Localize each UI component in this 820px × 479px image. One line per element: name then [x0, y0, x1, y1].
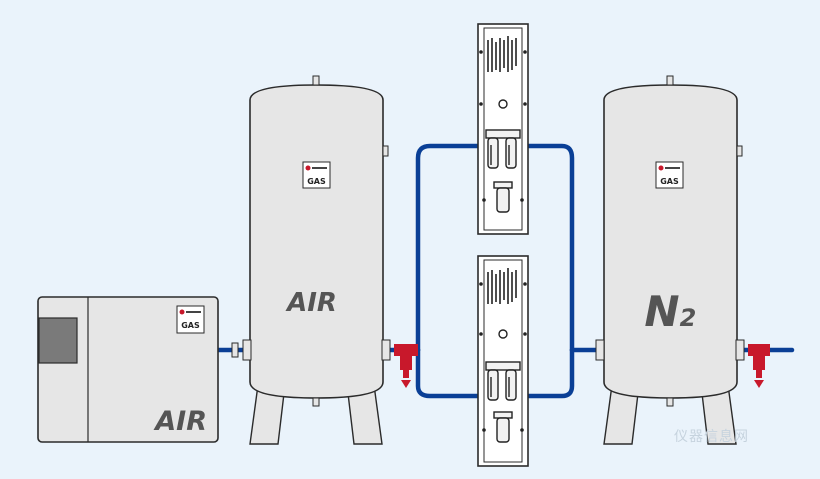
- air-tank-brand-plate: GAS: [302, 161, 331, 189]
- pipes: [215, 143, 795, 399]
- compressor-screen: [38, 317, 78, 364]
- flange-icon: [595, 339, 605, 361]
- air-tank-label: AIR: [285, 288, 337, 318]
- nitrogen-tank: GAS N 2: [595, 75, 745, 445]
- n2-tank-drain: [666, 397, 674, 407]
- nitrogen-generator-upper: [477, 23, 529, 235]
- generator-filter-single: [493, 411, 513, 443]
- brand-logo-icon: [179, 309, 185, 315]
- compressor-body: [37, 296, 219, 443]
- air-tank-badge: GAS: [307, 177, 326, 186]
- filter-valve-icon: [394, 344, 418, 388]
- pipe-upper-out: [525, 143, 575, 353]
- filter-valve-icon: [748, 344, 770, 388]
- generator-body: [477, 23, 529, 235]
- generator-vent-grille: [487, 268, 517, 304]
- n2-tank-label: N: [644, 287, 679, 336]
- air-tank-drain: [312, 397, 320, 407]
- nitrogen-generator-lower: [477, 255, 529, 467]
- n2-tank-brand-plate: GAS: [655, 161, 684, 189]
- air-tank: GAS AIR: [242, 75, 391, 445]
- compressor-brand-plate: GAS: [176, 305, 205, 334]
- n2-tank-side-port: [736, 145, 743, 157]
- brand-logo-icon: [305, 165, 311, 171]
- generator-port: [498, 329, 508, 339]
- air-compressor: GAS AIR: [37, 296, 239, 443]
- n2-tank-badge: GAS: [660, 177, 679, 186]
- pipe-lower-loop: [415, 347, 481, 399]
- pipe-lower-out: [525, 347, 575, 399]
- flange-icon: [735, 339, 745, 361]
- generator-filter-set: [485, 361, 521, 401]
- generator-filter-single: [493, 181, 513, 213]
- n2-tank-label-subscript: 2: [680, 304, 697, 332]
- pipe-upper-loop: [415, 143, 481, 353]
- generator-port: [498, 99, 508, 109]
- compressor-label: AIR: [153, 406, 207, 437]
- n2-tank-body: [603, 84, 738, 399]
- generator-filter-set: [485, 129, 521, 169]
- watermark: 仪器信息网: [674, 429, 749, 445]
- air-tank-side-port: [382, 145, 389, 157]
- generator-vent-grille: [487, 36, 517, 72]
- compressor-badge: GAS: [181, 321, 200, 330]
- brand-logo-icon: [658, 165, 664, 171]
- air-tank-top-nozzle: [312, 75, 320, 86]
- flange-icon: [242, 339, 252, 361]
- compressor-outlet-flange: [231, 342, 239, 358]
- n2-tank-top-nozzle: [666, 75, 674, 86]
- flange-icon: [381, 339, 391, 361]
- air-tank-body: [249, 84, 384, 399]
